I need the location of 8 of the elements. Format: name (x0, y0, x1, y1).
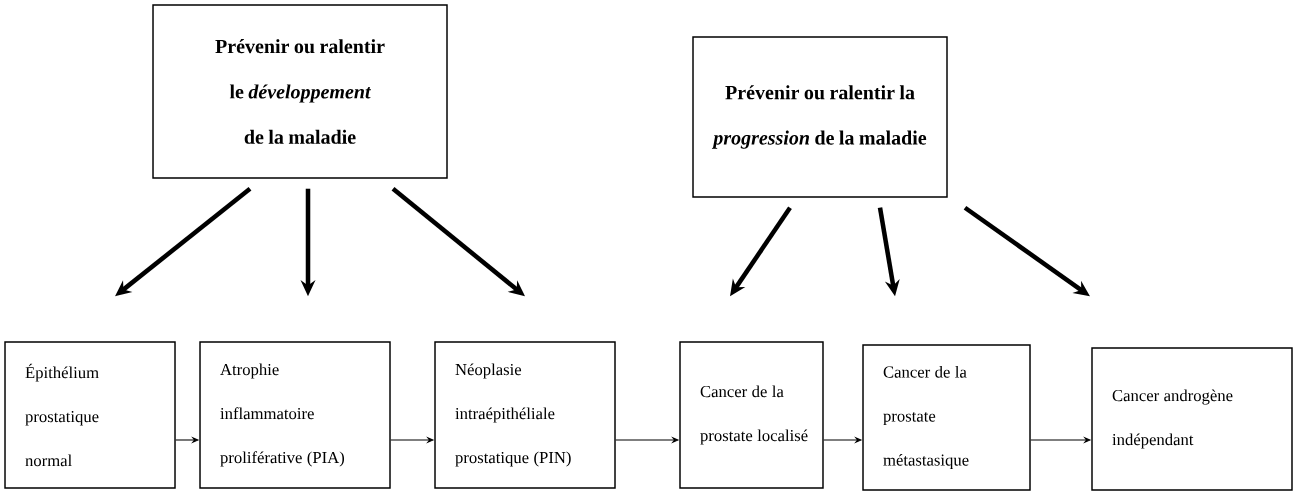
goal-box: Prévenir ou ralentir la progression de la maladie (692, 36, 948, 198)
goal-box: Prévenir ou ralentir le développement de la maladie (152, 4, 448, 179)
stage-box: Épithélium prostatique normal (4, 341, 176, 489)
stage-box: Cancer de la prostate localisé (679, 341, 824, 489)
stage-box: Cancer de la prostate métastasique (862, 344, 1031, 491)
stage-box: Atrophie inflammatoire proliférative (PIA) (199, 341, 391, 489)
stage-box: Néoplasie intraépithéliale prostatique (PIN) (434, 341, 616, 489)
stage-box: Cancer androgène indépendant (1091, 347, 1293, 491)
